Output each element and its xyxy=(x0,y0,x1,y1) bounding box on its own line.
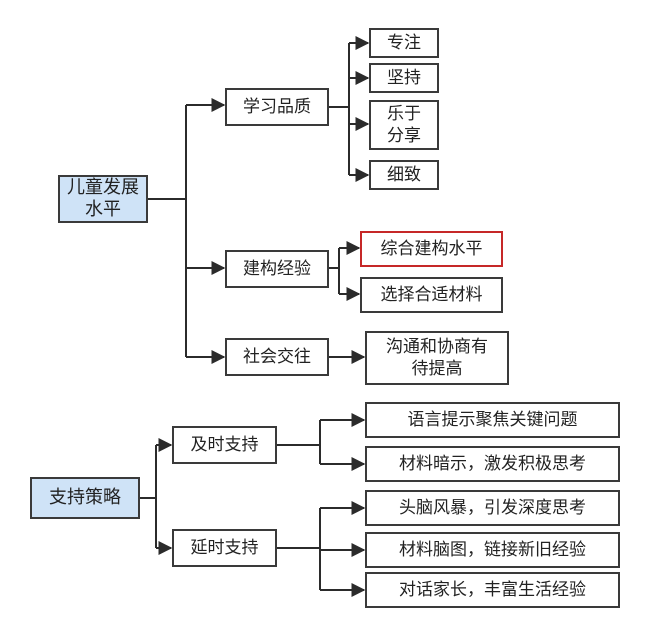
root-support-strategy: 支持策略 xyxy=(30,477,140,519)
leaf-brainstorming: 头脑风暴，引发深度思考 xyxy=(365,490,620,526)
branch-delayed-support: 延时支持 xyxy=(172,529,277,567)
leaf-choose-suitable-materials: 选择合适材料 xyxy=(360,277,503,313)
leaf-focus: 专注 xyxy=(369,28,439,58)
leaf-material-hint: 材料暗示，激发积极思考 xyxy=(365,446,620,482)
leaf-communication-needs-improvement: 沟通和协商有 待提高 xyxy=(365,331,509,385)
leaf-talk-with-parents: 对话家长，丰富生活经验 xyxy=(365,572,620,608)
leaf-comprehensive-construction-level: 综合建构水平 xyxy=(360,231,503,267)
branch-immediate-support: 及时支持 xyxy=(172,426,277,464)
branch-learning-quality: 学习品质 xyxy=(225,88,329,126)
leaf-persistence: 坚持 xyxy=(369,63,439,93)
leaf-language-prompt: 语言提示聚焦关键问题 xyxy=(365,402,620,438)
branch-construction-experience: 建构经验 xyxy=(225,250,329,288)
leaf-material-mind-map: 材料脑图，链接新旧经验 xyxy=(365,532,620,568)
leaf-meticulous: 细致 xyxy=(369,160,439,190)
root-child-development-level: 儿童发展 水平 xyxy=(58,175,148,223)
branch-social-interaction: 社会交往 xyxy=(225,338,329,376)
leaf-willing-to-share: 乐于 分享 xyxy=(369,100,439,150)
